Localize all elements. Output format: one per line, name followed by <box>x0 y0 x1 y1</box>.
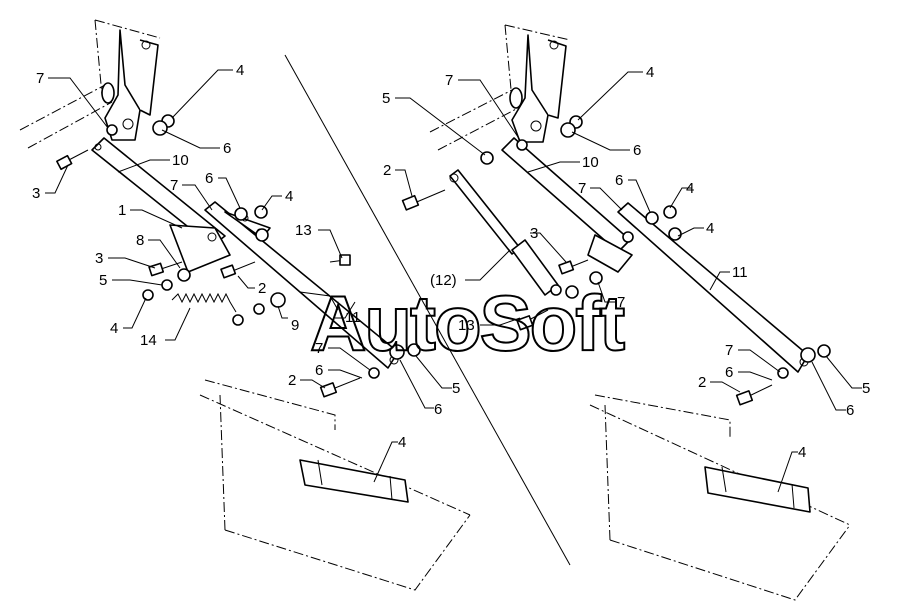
callout-label: 13 <box>295 222 312 239</box>
left-assembly-view <box>19 19 471 591</box>
callout-label: 4 <box>110 320 118 337</box>
callout-label: 4 <box>706 220 714 237</box>
callout-label: 13 <box>458 317 475 334</box>
callout-label: 4 <box>798 444 806 461</box>
callout-label: 11 <box>345 309 361 326</box>
callout-label: 2 <box>258 280 266 297</box>
right-assembly-view <box>401 24 851 601</box>
callout-label: 7 <box>36 70 44 87</box>
right-callouts: 5 7 4 6 10 2 7 6 4 3 4 (12) 11 7 13 7 6 <box>382 64 870 493</box>
right-gas-strut-12 <box>449 169 562 296</box>
callout-label: 7 <box>725 342 733 359</box>
left-lower-housing <box>199 379 471 591</box>
callout-label: 7 <box>170 177 178 194</box>
callout-label: 8 <box>136 232 144 249</box>
callout-label: 6 <box>205 170 213 187</box>
callout-label: 2 <box>698 374 706 391</box>
callout-label: 6 <box>725 364 733 381</box>
watermark-text: AutoSoft <box>310 279 625 367</box>
callout-label: 14 <box>140 332 157 349</box>
callout-label: 7 <box>445 72 453 89</box>
callout-label: 7 <box>617 294 625 311</box>
callout-label: 2 <box>288 372 296 389</box>
callout-label: 5 <box>862 380 870 397</box>
callout-label: 4 <box>236 62 244 79</box>
callout-label: 11 <box>732 264 748 281</box>
callout-label: 6 <box>223 140 231 157</box>
right-frame-bracket <box>429 24 571 151</box>
callout-label: 10 <box>172 152 189 169</box>
callout-label: (12) <box>430 272 457 289</box>
callout-label: 7 <box>578 180 586 197</box>
left-hardware <box>56 114 421 496</box>
callout-label: 10 <box>582 154 599 171</box>
callout-label: 5 <box>99 272 107 289</box>
callout-label: 4 <box>646 64 654 81</box>
callout-label: 6 <box>846 402 854 419</box>
callout-label: 2 <box>383 162 391 179</box>
callout-label: 6 <box>434 401 442 418</box>
callout-label: 3 <box>530 225 538 242</box>
left-spring-14 <box>171 292 244 326</box>
callout-label: 4 <box>285 188 293 205</box>
callout-label: 1 <box>118 202 126 219</box>
callout-label: 5 <box>452 380 460 397</box>
left-link-10 <box>91 137 226 247</box>
callout-label: 3 <box>95 250 103 267</box>
callout-label: 5 <box>382 90 390 107</box>
callout-label: 7 <box>315 340 323 357</box>
left-bracket-1 <box>169 224 231 273</box>
left-frame-bracket <box>19 19 161 149</box>
right-hardware <box>401 115 831 506</box>
callout-label: 9 <box>291 317 299 334</box>
callout-label: 4 <box>398 434 406 451</box>
callout-label: 3 <box>32 185 40 202</box>
callout-label: 6 <box>633 142 641 159</box>
right-link-10 <box>501 137 631 253</box>
left-callouts: 7 4 6 10 3 7 6 4 1 8 3 5 13 2 4 14 9 <box>32 62 460 483</box>
right-lower-housing <box>589 394 851 601</box>
callout-label: 4 <box>686 180 694 197</box>
callout-label: 6 <box>615 172 623 189</box>
callout-label: 6 <box>315 362 323 379</box>
view-divider-line <box>284 54 571 566</box>
